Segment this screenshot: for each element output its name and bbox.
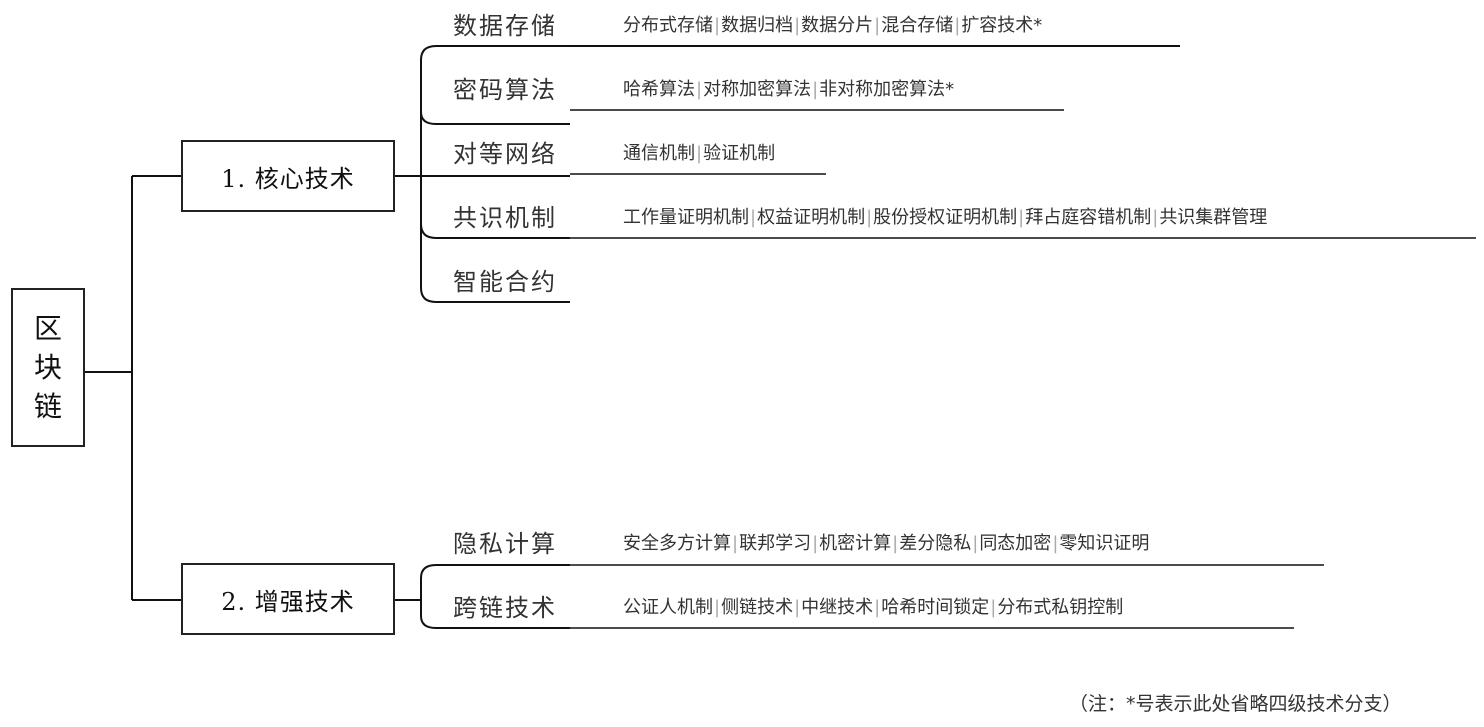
leaf-item: 工作量证明机制 — [623, 207, 749, 228]
leaf-list-cross-chain: 公证人机制|侧链技术|中继技术|哈希时间锁定|分布式私钥控制 — [623, 597, 1124, 618]
root-node: 区 块 链 — [11, 288, 85, 447]
leaf-item: 拜占庭容错机制 — [1025, 207, 1152, 228]
leaf-item: 分布式存储 — [623, 15, 713, 36]
leaf-item: 侧链技术 — [721, 597, 794, 618]
leaf-item: 数据分片 — [801, 15, 874, 36]
branch-label: 2. 增强技术 — [221, 587, 355, 616]
leaf-item: 联邦学习 — [739, 533, 812, 554]
leaf-item: 零知识证明 — [1059, 533, 1150, 554]
leaf-item: 同态加密 — [979, 533, 1052, 554]
node-consensus: 共识机制 — [453, 204, 557, 232]
leaf-list-privacy-computing: 安全多方计算|联邦学习|机密计算|差分隐私|同态加密|零知识证明 — [623, 533, 1150, 554]
root-char: 链 — [33, 390, 62, 423]
leaf-item: 扩容技术* — [961, 15, 1043, 36]
leaf-item: 混合存储 — [881, 15, 954, 36]
leaf-list-p2p-network: 通信机制|验证机制 — [623, 143, 776, 164]
leaf-item: 数据归档 — [721, 15, 794, 36]
node-p2p-network: 对等网络 — [453, 140, 557, 168]
leaf-item: 安全多方计算 — [623, 533, 731, 554]
leaf-item: 权益证明机制 — [757, 207, 866, 228]
leaf-item: 分布式私钥控制 — [997, 597, 1124, 618]
leaf-list-cryptography: 哈希算法|对称加密算法|非对称加密算法* — [623, 79, 955, 100]
root-connector — [85, 175, 181, 601]
leaf-item: 公证人机制 — [623, 597, 713, 618]
leaf-item: 通信机制 — [623, 143, 695, 164]
branch-core-tech: 1. 核心技术 — [181, 140, 395, 212]
leaf-item: 股份授权证明机制 — [873, 207, 1018, 228]
core-tech-bracket — [420, 45, 1180, 303]
node-smart-contract: 智能合约 — [453, 268, 557, 296]
root-char: 区 — [33, 312, 62, 345]
leaf-list-consensus: 工作量证明机制|权益证明机制|股份授权证明机制|拜占庭容错机制|共识集群管理 — [623, 207, 1268, 228]
root-char: 块 — [33, 351, 62, 384]
node-privacy-computing: 隐私计算 — [453, 530, 557, 558]
node-data-storage: 数据存储 — [453, 12, 557, 40]
branch-enhanced-tech: 2. 增强技术 — [181, 563, 395, 635]
node-cryptography: 密码算法 — [453, 76, 557, 104]
leaf-item: 机密计算 — [819, 533, 892, 554]
node-cross-chain: 跨链技术 — [453, 594, 557, 622]
leaf-item: 共识集群管理 — [1159, 207, 1268, 228]
leaf-item: 差分隐私 — [899, 533, 972, 554]
leaf-item: 对称加密算法 — [703, 79, 812, 100]
footnote: （注：*号表示此处省略四级技术分支） — [1069, 693, 1402, 715]
leaf-item: 哈希算法 — [623, 79, 695, 100]
enhanced-tech-bracket — [420, 564, 570, 629]
leaf-list-data-storage: 分布式存储|数据归档|数据分片|混合存储|扩容技术* — [623, 15, 1043, 36]
leaf-item: 非对称加密算法* — [819, 79, 955, 100]
leaf-item: 中继技术 — [801, 597, 874, 618]
branch-label: 1. 核心技术 — [221, 164, 355, 193]
leaf-item: 哈希时间锁定 — [881, 597, 990, 618]
leaf-item: 验证机制 — [703, 143, 776, 164]
